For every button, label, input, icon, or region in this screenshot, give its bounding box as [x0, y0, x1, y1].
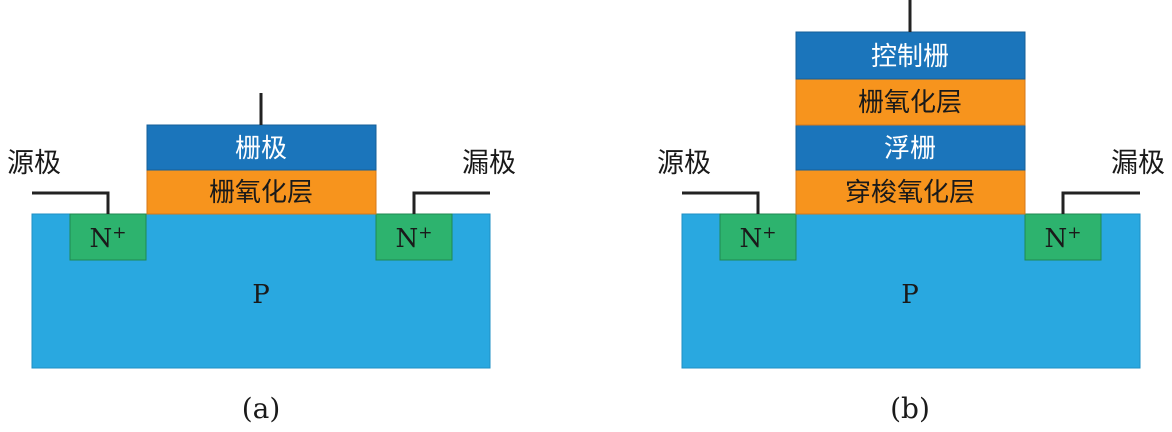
source-label-b: 源极 — [657, 148, 711, 179]
drain-label-a: 漏极 — [462, 148, 516, 179]
diagram-a: 栅极 栅氧化层 源极 漏极 N+ N+ P (a) — [7, 93, 516, 425]
drain-wire-a — [412, 191, 490, 214]
caption-b: (b) — [890, 392, 930, 425]
gate-oxide-label-b: 栅氧化层 — [858, 88, 962, 118]
source-wire-b — [682, 191, 760, 214]
gate-label-a: 栅极 — [235, 134, 287, 164]
gate-oxide-label-a: 栅氧化层 — [209, 178, 313, 208]
floating-gate-label-b: 浮栅 — [884, 134, 936, 164]
n-plus-left-region-b — [719, 213, 797, 261]
source-wire-a — [32, 191, 110, 214]
n-plus-right-label-b: N+ — [1045, 223, 1082, 254]
p-substrate-label-b: P — [901, 280, 919, 310]
n-plus-left-region-a — [69, 213, 147, 261]
gate-layer-a — [146, 124, 377, 171]
control-gate-layer-b — [795, 31, 1026, 80]
drain-wire-b — [1061, 191, 1140, 214]
n-plus-right-label-a: N+ — [396, 223, 433, 254]
drain-label-b: 漏极 — [1111, 148, 1165, 179]
caption-a: (a) — [242, 392, 281, 425]
diagram-b: 控制栅 栅氧化层 浮栅 穿梭氧化层 源极 漏极 N+ N+ P (b) — [657, 0, 1165, 425]
n-plus-left-label-a: N+ — [90, 223, 127, 254]
tunnel-oxide-layer-b — [795, 169, 1026, 215]
gate-oxide-layer-b — [795, 78, 1026, 126]
n-plus-left-label-b: N+ — [740, 223, 777, 254]
p-substrate-label-a: P — [252, 280, 270, 310]
tunnel-oxide-label-b: 穿梭氧化层 — [845, 178, 975, 208]
control-gate-label-b: 控制栅 — [871, 42, 949, 72]
n-plus-right-region-b — [1024, 213, 1102, 261]
gate-oxide-layer-a — [146, 169, 377, 215]
source-label-a: 源极 — [7, 148, 61, 179]
